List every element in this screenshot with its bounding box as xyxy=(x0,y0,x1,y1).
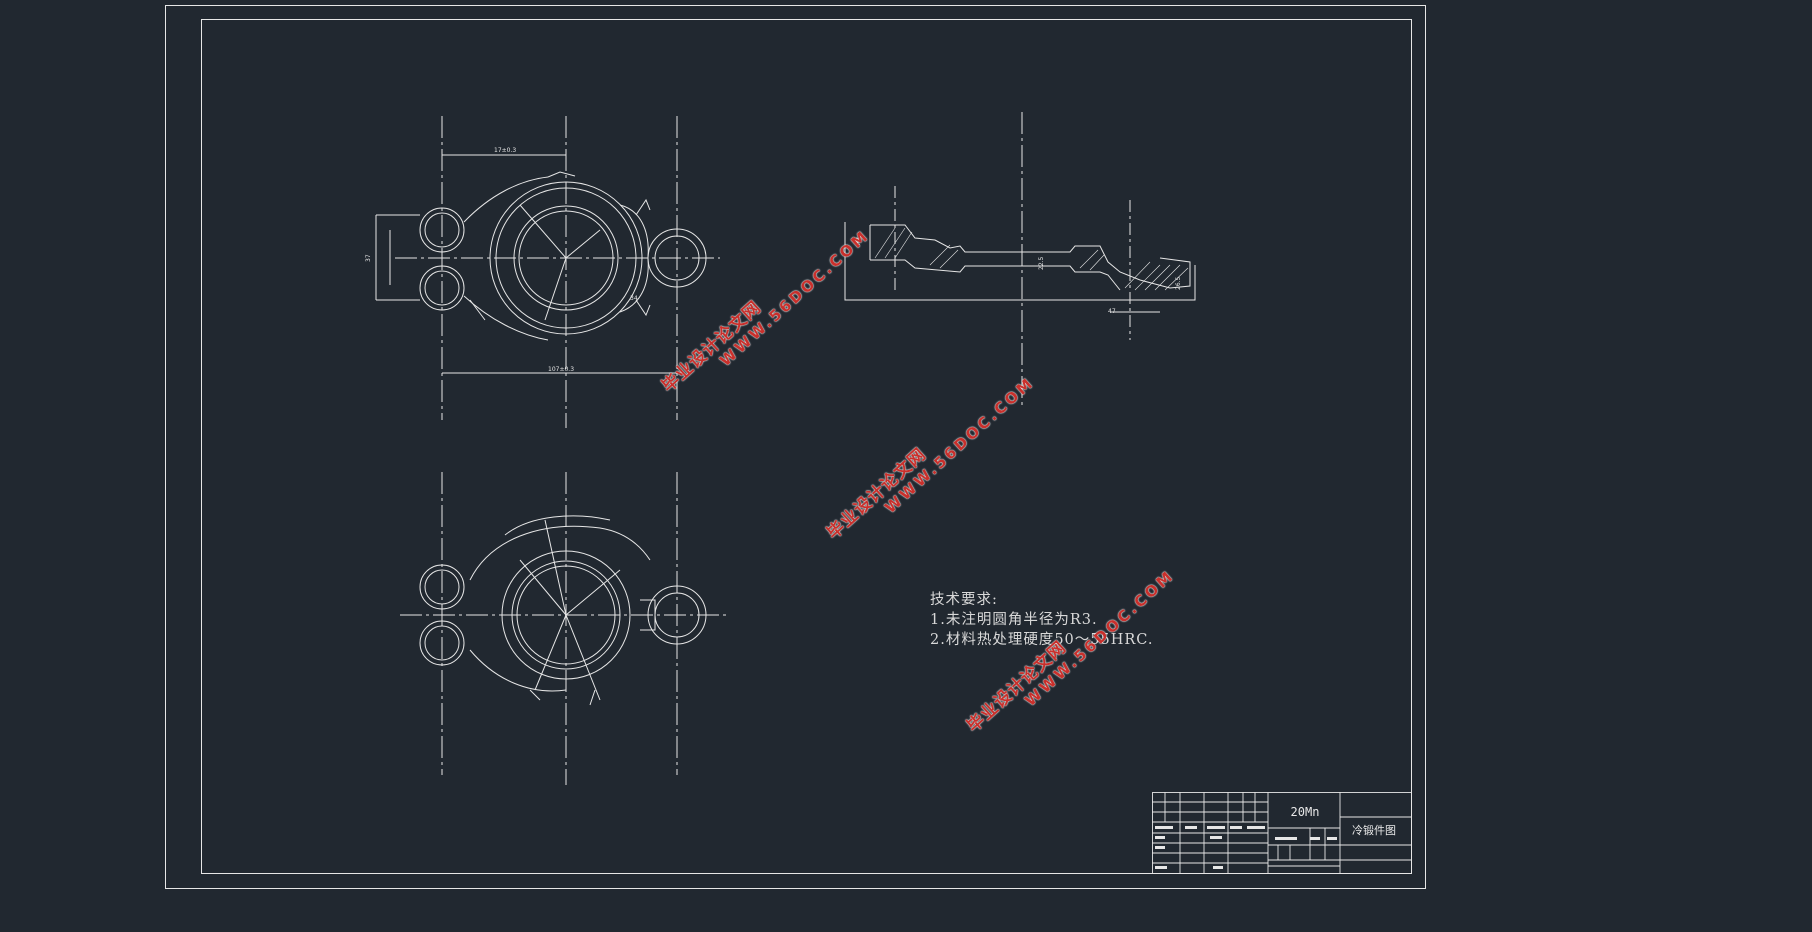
top-view xyxy=(375,116,720,428)
tech-requirements-title: 技术要求: xyxy=(930,592,998,608)
svg-text:47: 47 xyxy=(1108,308,1116,315)
technical-requirements: 技术要求: 1.未注明圆角半径为R3. 2.材料热处理硬度50～55HRC. xyxy=(930,590,1153,650)
svg-text:R2: R2 xyxy=(855,237,862,245)
svg-text:17±0.3: 17±0.3 xyxy=(494,147,516,154)
tech-requirement-1: 1.未注明圆角半径为R3. xyxy=(930,612,1098,628)
title-block-material: 20Mn xyxy=(1290,805,1320,819)
svg-text:22.5: 22.5 xyxy=(1038,256,1045,270)
title-block-drawing-name: 冷锻件图 xyxy=(1352,824,1396,837)
outer-frame xyxy=(165,5,1426,889)
svg-text:26.5: 26.5 xyxy=(1175,276,1182,290)
svg-text:34: 34 xyxy=(630,295,638,302)
svg-text:107±0.3: 107±0.3 xyxy=(548,366,574,373)
title-block xyxy=(1152,792,1412,874)
title-block-fill xyxy=(1155,826,1337,869)
svg-text:37: 37 xyxy=(365,254,372,262)
inner-frame xyxy=(201,19,1412,874)
tech-requirement-2: 2.材料热处理硬度50～55HRC. xyxy=(930,632,1154,648)
bottom-view xyxy=(400,472,726,785)
section-view xyxy=(844,112,1196,405)
